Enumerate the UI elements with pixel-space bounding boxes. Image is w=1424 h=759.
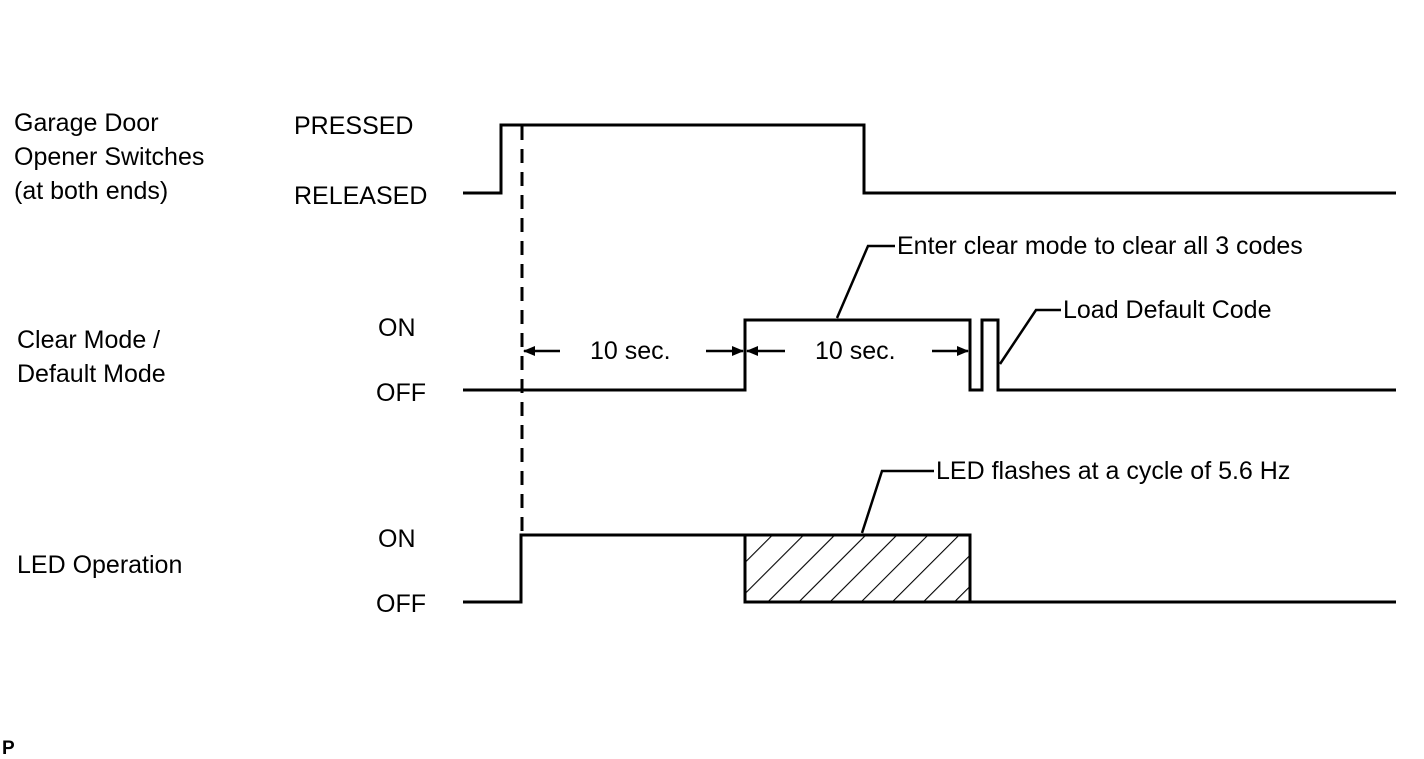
clear-signal-name: Clear Mode / Default Mode xyxy=(17,326,167,388)
interval-1-label: 10 sec. xyxy=(590,337,671,365)
clear-low-label: OFF xyxy=(376,379,426,407)
led-low-label: OFF xyxy=(376,590,426,618)
led-flash-leader-line xyxy=(860,469,934,534)
garage-waveform xyxy=(463,123,1396,195)
garage-low-label: RELEASED xyxy=(294,182,427,210)
garage-name-line-1: Garage Door xyxy=(14,109,159,137)
load-default-annotation: Load Default Code xyxy=(1063,296,1271,324)
led-flash-annotation: LED flashes at a cycle of 5.6 Hz xyxy=(936,457,1290,485)
garage-name-line-3: (at both ends) xyxy=(14,177,168,205)
led-flash-hatched-region xyxy=(743,533,972,604)
interval-2-label: 10 sec. xyxy=(815,337,896,365)
clear-name-line-2: Default Mode xyxy=(17,360,166,388)
garage-signal-name: Garage Door Opener Switches (at both end… xyxy=(14,109,211,205)
corner-mark: P xyxy=(2,738,15,759)
clear-all-leader-line xyxy=(835,244,895,319)
clear-high-label: ON xyxy=(378,314,416,342)
led-signal-name: LED Operation xyxy=(17,551,182,579)
clear-all-annotation: Enter clear mode to clear all 3 codes xyxy=(897,232,1303,260)
led-high-label: ON xyxy=(378,525,416,553)
clear-name-line-1: Clear Mode / xyxy=(17,326,160,354)
load-default-leader-line xyxy=(998,308,1061,365)
garage-high-label: PRESSED xyxy=(294,112,413,140)
garage-name-line-2: Opener Switches xyxy=(14,143,204,171)
clear-waveform xyxy=(463,318,1396,392)
